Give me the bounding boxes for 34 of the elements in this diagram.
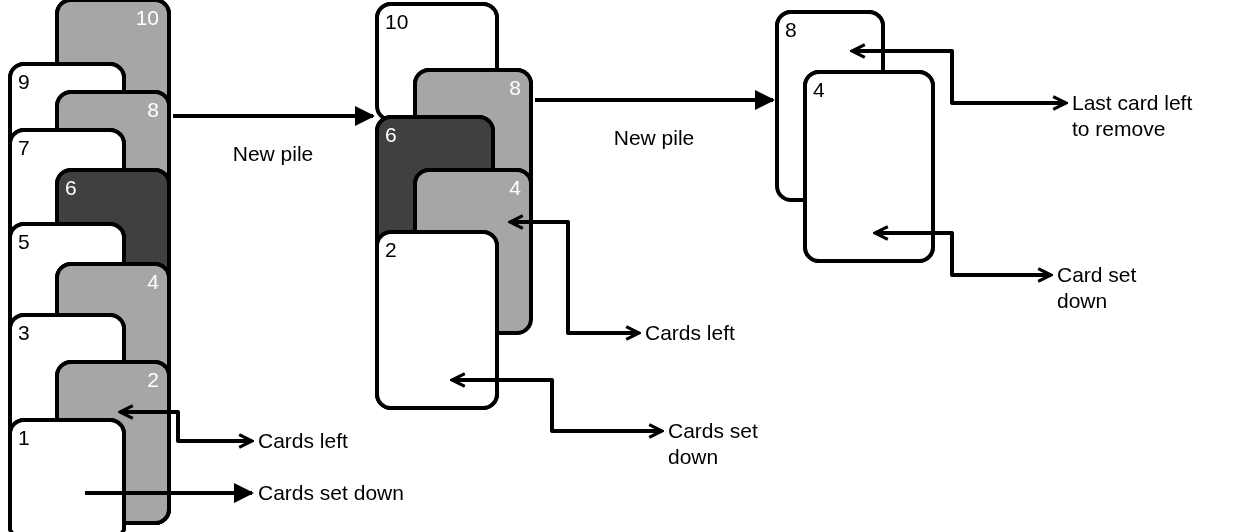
card-number: 4 <box>147 270 159 294</box>
card-number: 5 <box>18 230 30 254</box>
arrow <box>85 483 254 503</box>
card-number: 8 <box>785 18 797 42</box>
leader-line <box>450 372 664 439</box>
leader-line <box>873 225 1053 283</box>
playing-card <box>375 230 499 410</box>
card-number: 2 <box>147 368 159 392</box>
card-number: 2 <box>385 238 397 262</box>
annotation-text: Cards set down <box>258 480 458 506</box>
card-number: 1 <box>18 426 30 450</box>
playing-card <box>8 62 126 90</box>
playing-card <box>803 70 935 263</box>
annotation-text: Last card left to remove <box>1072 90 1212 142</box>
card-number: 3 <box>18 321 30 345</box>
card-number: 4 <box>509 176 521 200</box>
annotation-text: Cards left <box>258 428 408 454</box>
card-number: 4 <box>813 78 825 102</box>
annotation-text: Cards set down <box>668 418 778 470</box>
card-number: 6 <box>65 176 77 200</box>
card-number: 10 <box>385 10 409 34</box>
leader-line <box>508 214 641 341</box>
card-number: 6 <box>385 123 397 147</box>
leader-line <box>850 43 1068 111</box>
card-number: 7 <box>18 136 30 160</box>
leader-line <box>118 404 254 449</box>
annotation-text: Cards left <box>645 320 795 346</box>
arrow <box>535 90 775 110</box>
card-number: 10 <box>135 6 159 30</box>
annotation-text: Card set down <box>1057 262 1167 314</box>
card-number: 9 <box>18 70 30 94</box>
card-number: 8 <box>147 98 159 122</box>
arrow <box>173 106 375 126</box>
card-number: 8 <box>509 76 521 100</box>
